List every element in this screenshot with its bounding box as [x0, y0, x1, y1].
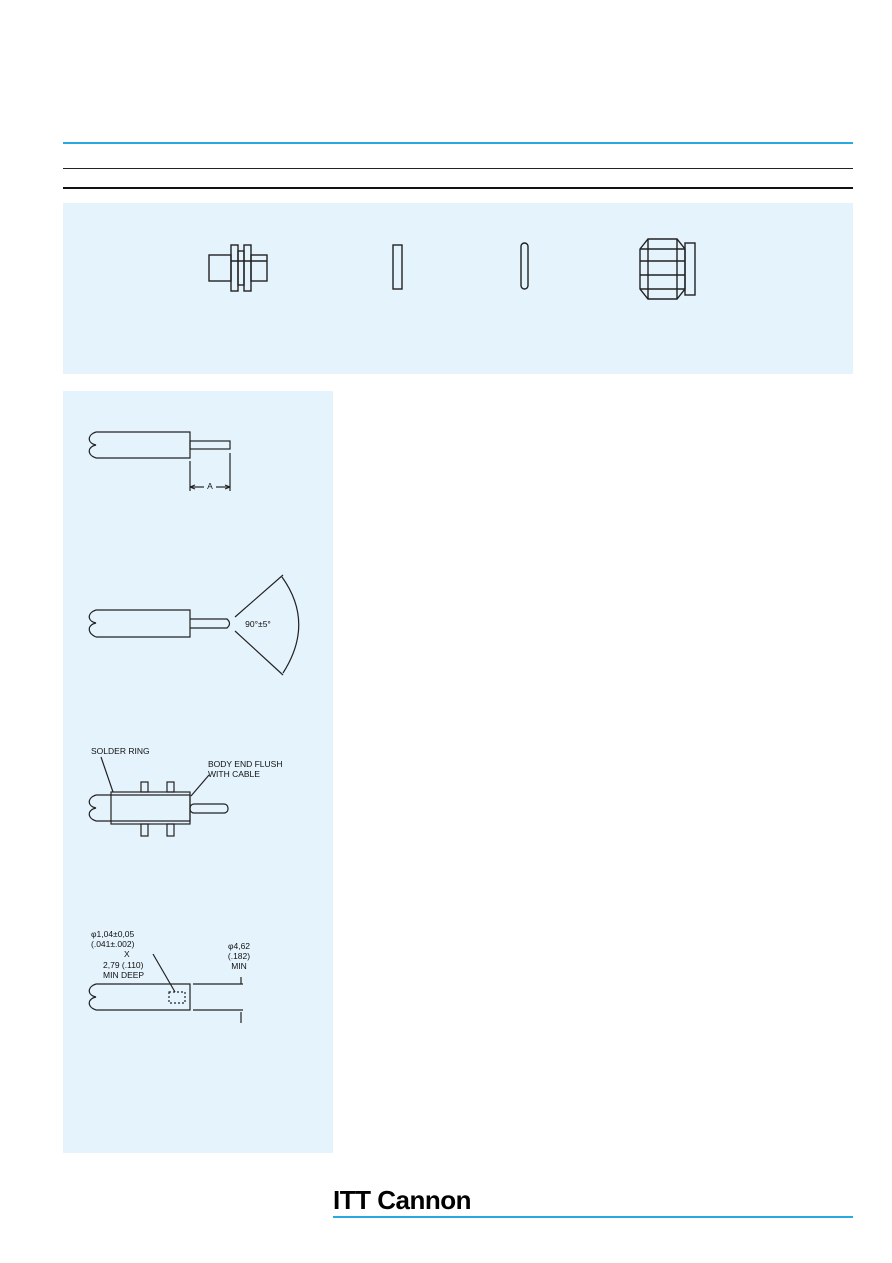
header-thick-rule: [63, 187, 853, 189]
step-1-strip-diagram: [88, 431, 231, 491]
flush-label-2: WITH CABLE: [208, 769, 260, 779]
header-accent-rule: [63, 142, 853, 144]
parts-illustration: [208, 238, 696, 300]
flush-label-1: BODY END FLUSH: [208, 759, 282, 769]
cable-prep-diagrams: A 90°±5° SOLDER RING BODY END FLUSH WITH…: [88, 431, 300, 1023]
hole-label-5: MIN DEEP: [103, 970, 144, 980]
cable-prep-panel: A 90°±5° SOLDER RING BODY END FLUSH WITH…: [63, 391, 333, 1153]
diameter-label-3: MIN: [231, 961, 247, 971]
connector-body-part: [208, 244, 268, 292]
footer-accent-rule: [333, 1216, 853, 1218]
angle-label: 90°±5°: [245, 619, 271, 629]
step-2-chamfer-diagram: [88, 574, 300, 676]
hole-label-4: 2,79 (.110): [103, 960, 144, 970]
parts-panel: [63, 203, 853, 374]
hole-label-1: φ1,04±0,05: [91, 929, 135, 939]
step-4-hole-diagram: [88, 953, 243, 1023]
gasket-part: [520, 242, 529, 290]
solder-ring-label: SOLDER RING: [91, 746, 150, 756]
dim-a-label: A: [207, 481, 213, 491]
washer-part: [392, 244, 403, 290]
diameter-label-2: (.182): [228, 951, 250, 961]
step-3-solder-diagram: [88, 756, 229, 837]
hole-label-3: X: [124, 949, 130, 959]
diameter-label-1: φ4,62: [228, 941, 250, 951]
coupling-nut-part: [639, 238, 696, 300]
hole-label-2: (.041±.002): [91, 939, 135, 949]
header-thin-rule: [63, 168, 853, 169]
brand-logo: ITT Cannon: [333, 1185, 471, 1215]
